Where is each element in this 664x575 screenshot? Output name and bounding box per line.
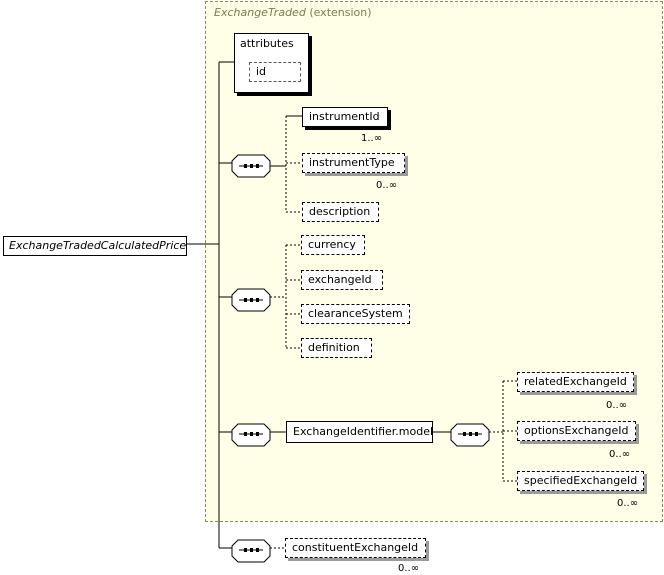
element-related-exchange-id[interactable]: relatedExchangeId [517,372,634,392]
constituent-exchange-id-occurs: 0..∞ [398,563,420,574]
instrument-id-occurs: 1..∞ [361,133,383,144]
element-description[interactable]: description [302,202,379,222]
element-definition[interactable]: definition [301,338,372,358]
sequence-icon-4 [450,423,490,447]
sequence-icon-5 [231,539,271,563]
root-element[interactable]: ExchangeTradedCalculatedPrice [3,236,187,256]
element-exchange-id[interactable]: exchangeId [301,270,383,290]
specified-exchange-id-occurs: 0..∞ [617,498,639,509]
attributes-box: attributes id [234,33,309,93]
element-specified-exchange-id[interactable]: specifiedExchangeId [517,471,644,491]
element-instrument-id[interactable]: instrumentId [302,107,388,127]
attribute-id[interactable]: id [249,62,301,82]
element-instrument-type[interactable]: instrumentType [302,153,405,173]
sequence-icon-2 [231,288,271,312]
element-constituent-exchange-id[interactable]: constituentExchangeId [285,538,426,558]
element-clearance-system[interactable]: clearanceSystem [301,304,410,324]
extension-type-name: ExchangeTraded [214,6,306,19]
extension-title: ExchangeTraded (extension) [214,6,372,19]
sequence-icon-1 [231,154,271,178]
related-exchange-id-occurs: 0..∞ [606,400,628,411]
model-group-exchange-identifier[interactable]: ExchangeIdentifier.model [286,421,433,443]
sequence-icon-3 [231,423,271,447]
attributes-title: attributes [240,37,294,50]
instrument-type-occurs: 0..∞ [376,180,398,191]
element-options-exchange-id[interactable]: optionsExchangeId [517,421,636,441]
element-currency[interactable]: currency [301,235,365,255]
options-exchange-id-occurs: 0..∞ [609,449,631,460]
extension-kind: (extension) [309,6,372,19]
